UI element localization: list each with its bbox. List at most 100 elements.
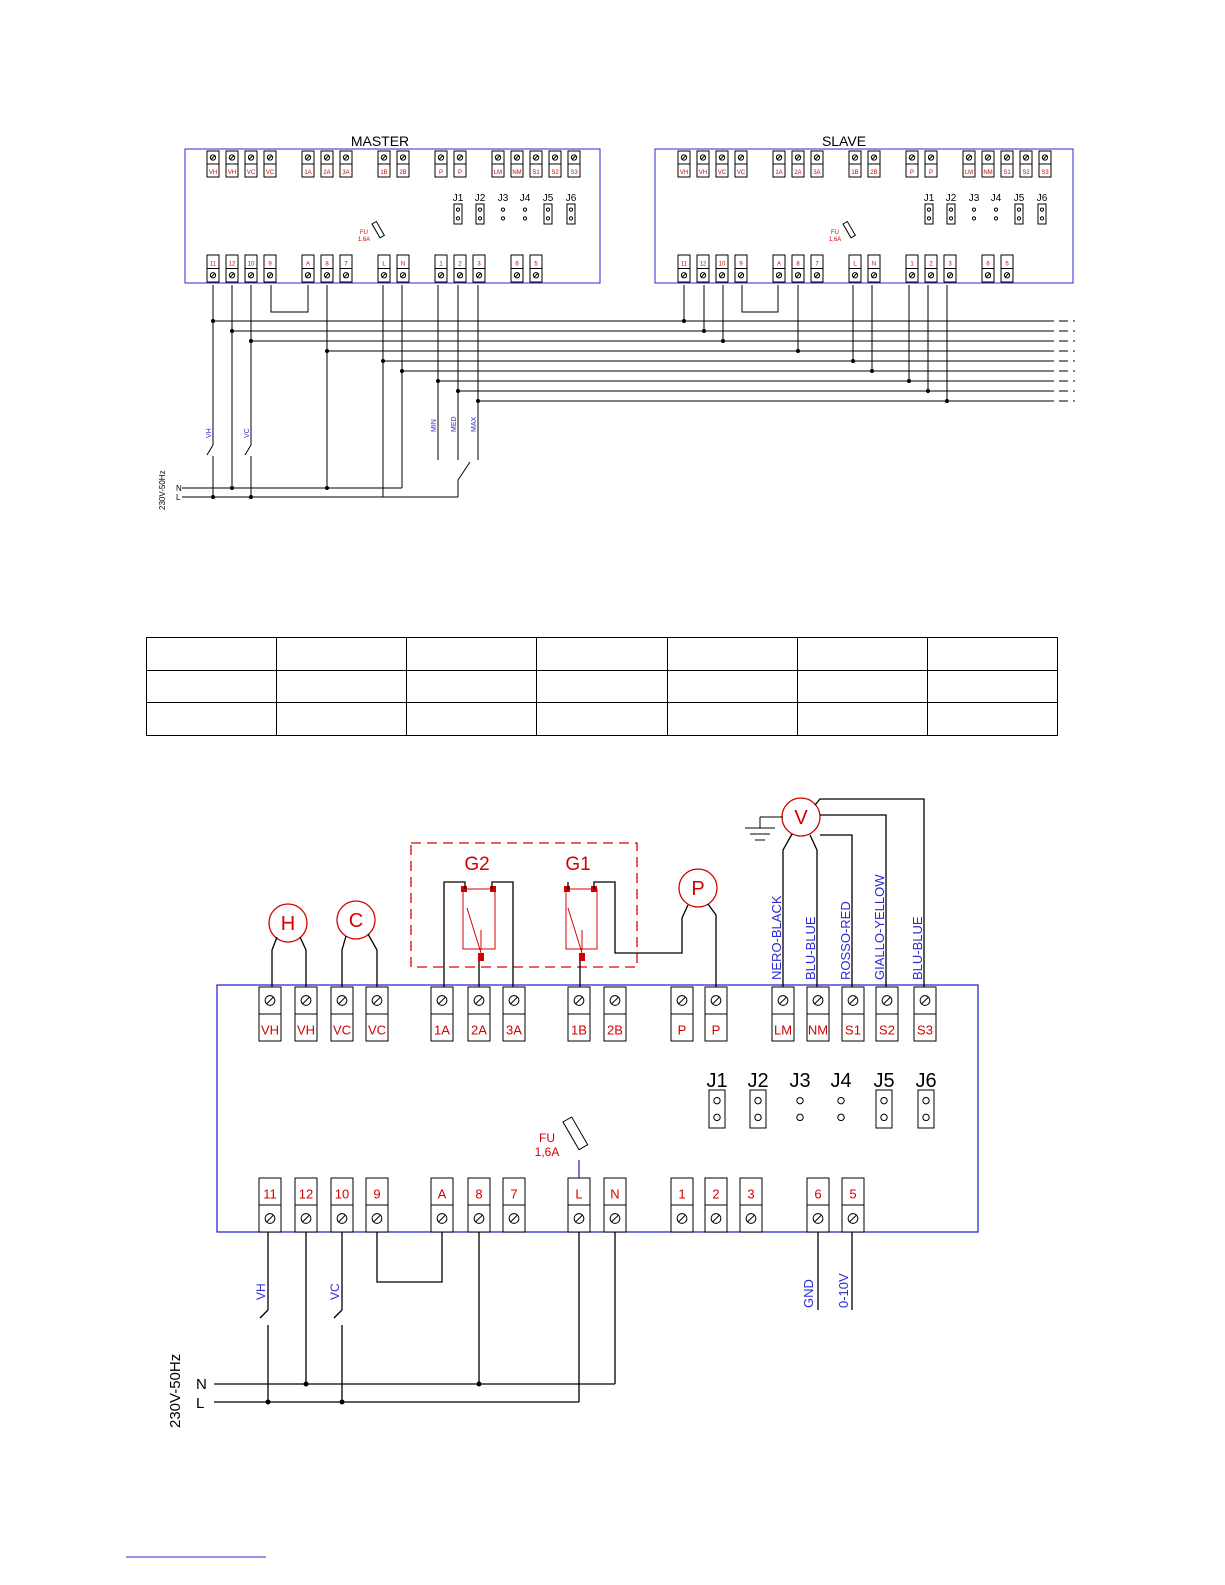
table-cell	[276, 702, 408, 736]
terminal-label: P	[712, 1023, 721, 1038]
svg-text:V: V	[794, 807, 808, 829]
terminal-2a: 2A	[467, 986, 491, 1042]
screw-icon	[264, 995, 276, 1006]
screw-icon	[1003, 154, 1011, 161]
table-cell	[145, 669, 278, 704]
bottom-n-label: N	[196, 1376, 207, 1393]
screw-icon	[342, 154, 350, 161]
screw-icon	[573, 995, 585, 1006]
svg-text:C: C	[349, 910, 363, 932]
screw-icon	[699, 154, 707, 161]
terminal-p: P	[434, 150, 448, 178]
terminal-p: P	[905, 150, 919, 178]
device-v: V	[781, 797, 821, 837]
terminal-label: 6	[986, 261, 990, 267]
screw-icon	[247, 272, 255, 279]
terminal-label: A	[438, 1187, 447, 1202]
wire-label-black: NERO-BLACK	[769, 895, 784, 980]
slave-drops	[683, 285, 948, 401]
terminal-6: 6	[510, 254, 524, 283]
bus-dashes	[1045, 320, 1075, 402]
slave-jumper-link	[741, 285, 779, 313]
terminal-label: 1B	[380, 170, 387, 176]
terminal-s1: S1	[529, 150, 543, 178]
terminal-p: P	[453, 150, 467, 178]
jumper-j2: J2	[747, 1070, 769, 1129]
screw-icon	[851, 154, 859, 161]
terminal-label: 3A	[342, 170, 349, 176]
terminal-s3: S3	[1038, 150, 1052, 178]
terminal-8: 8	[320, 254, 334, 283]
terminal-5: 5	[529, 254, 543, 283]
screw-icon	[908, 154, 916, 161]
terminal-12: 12	[294, 1177, 318, 1233]
table-cell	[276, 637, 408, 671]
screw-icon	[371, 995, 383, 1006]
table-cell	[796, 637, 928, 671]
screw-icon	[475, 272, 483, 279]
svg-text:J5: J5	[873, 1070, 894, 1092]
terminal-label: VC	[718, 170, 727, 176]
screw-icon	[513, 272, 521, 279]
screw-icon	[436, 1213, 448, 1224]
screw-icon	[508, 1213, 520, 1224]
terminal-2b: 2B	[867, 150, 881, 178]
slave-board	[654, 148, 1074, 284]
terminal-label: 2	[712, 1187, 719, 1202]
screw-icon	[1003, 272, 1011, 279]
terminal-s2: S2	[548, 150, 562, 178]
screw-icon	[336, 995, 348, 1006]
terminal-vc: VC	[244, 150, 258, 178]
table-cell	[536, 702, 668, 736]
table-cell	[666, 637, 798, 671]
terminal-label: 8	[796, 261, 800, 267]
terminal-label: S3	[1041, 170, 1049, 176]
screw-icon	[794, 154, 802, 161]
screw-icon	[437, 272, 445, 279]
screw-icon	[437, 154, 445, 161]
switch-vh-label: VH	[206, 428, 213, 438]
screw-icon	[870, 272, 878, 279]
terminal-label: 5	[849, 1187, 856, 1202]
empty-table	[145, 637, 1059, 736]
terminal-label: 2A	[471, 1023, 487, 1038]
screw-icon	[737, 154, 745, 161]
screw-icon	[984, 154, 992, 161]
terminal-2: 2	[924, 254, 938, 283]
terminal-label: VC	[247, 170, 256, 176]
terminal-vh: VH	[696, 150, 710, 178]
terminal-5: 5	[841, 1177, 865, 1233]
master-title: MASTER	[351, 133, 409, 149]
svg-text:J2: J2	[747, 1070, 768, 1092]
terminal-label: 1A	[775, 170, 782, 176]
screw-icon	[927, 154, 935, 161]
jumper-j4: J4	[520, 193, 531, 221]
terminal-label: VH	[209, 170, 217, 176]
terminal-label: VH	[699, 170, 707, 176]
terminal-label: 1A	[434, 1023, 450, 1038]
table-cell	[406, 669, 538, 704]
screw-icon	[300, 1213, 312, 1224]
svg-text:H: H	[281, 913, 295, 935]
fuse-icon: FU1,6A	[358, 220, 386, 243]
table-cell	[145, 702, 278, 736]
terminal-l: L	[848, 254, 862, 283]
terminal-label: S2	[879, 1023, 895, 1038]
screw-icon	[777, 995, 789, 1006]
terminal-label: VC	[368, 1023, 386, 1038]
terminal-9: 9	[734, 254, 748, 283]
terminal-s3: S3	[567, 150, 581, 178]
terminal-8: 8	[467, 1177, 491, 1233]
terminal-label: 12	[229, 261, 236, 267]
screw-icon	[851, 272, 859, 279]
terminal-n: N	[867, 254, 881, 283]
terminal-label: 9	[373, 1187, 380, 1202]
terminal-6: 6	[981, 254, 995, 283]
screw-icon	[456, 154, 464, 161]
screw-icon	[710, 995, 722, 1006]
screw-icon	[473, 1213, 485, 1224]
terminal-vc: VC	[734, 150, 748, 178]
